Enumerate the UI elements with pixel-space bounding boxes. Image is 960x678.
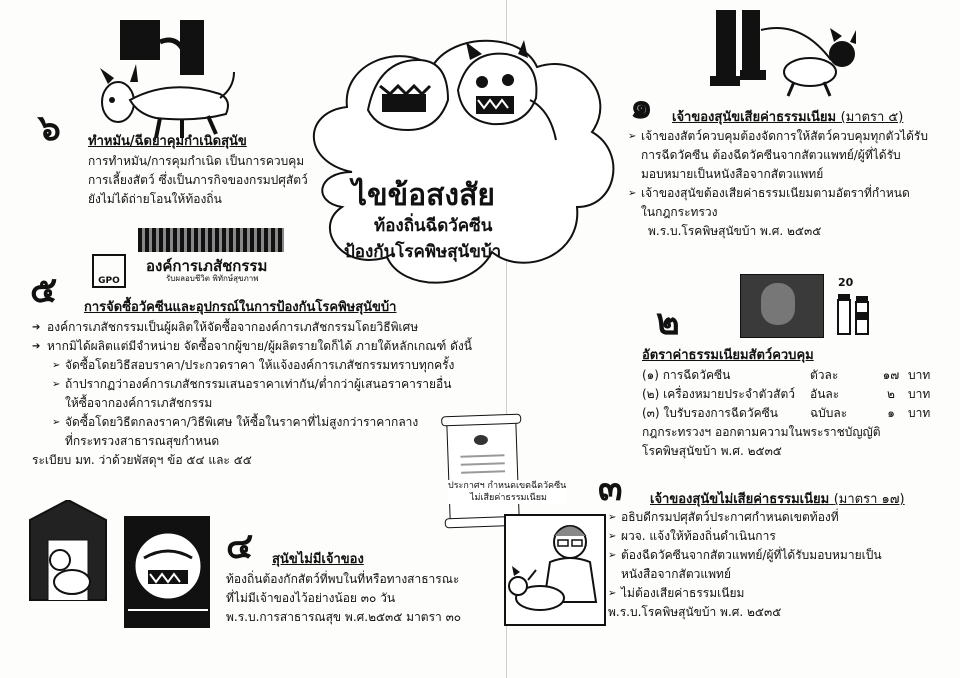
section-3-law: พ.ร.บ.โรคพิษสุนัขบ้า พ.ศ. ๒๕๓๕ [608, 605, 782, 619]
section-3-item: ผวจ. แจ้งให้ท้องถิ่นดำเนินการ [608, 527, 882, 546]
section-1-line: การฉีดวัคซีน ต้องฉีดวัคซีนจากสัตวแพทย์/ผ… [641, 148, 901, 162]
vet-vaccinating-dog-illustration [504, 514, 606, 626]
section-5-law: ระเบียบ มท. ว่าด้วยพัสดุฯ ข้อ ๕๔ และ ๕๕ [32, 453, 252, 467]
section-5-line: ให้ซื้อจากองค์การเภสัชกรรม [65, 396, 213, 410]
main-title: ไขข้อสงสัย [352, 178, 495, 213]
section-1-line: เจ้าของสุนัขต้องเสียค่าธรรมเนียมตามอัตรา… [641, 186, 910, 200]
section-1-line: เจ้าของสัตว์ควบคุมต้องจัดการให้สัตว์ควบค… [641, 129, 928, 143]
portrait-silhouette [761, 283, 795, 325]
title-line-1: ท้องถิ่นฉีดวัคซีน [374, 216, 493, 236]
section-1-body: เจ้าของสัตว์ควบคุมต้องจัดการให้สัตว์ควบค… [628, 127, 928, 241]
section-3-item: ไม่ต้องเสียค่าธรรมเนียม [608, 584, 882, 603]
fee-item: (๓) ใบรับรองการฉีดวัคซีน [642, 406, 778, 420]
section-4-body: ท้องถิ่นต้องกักสัตว์ที่พบในที่หรือทางสาธ… [226, 570, 461, 627]
section-2-number: ๒ [656, 301, 680, 343]
impounded-dogs-illustration [29, 500, 210, 628]
fee-amount: ๒ [887, 387, 895, 401]
section-6-line: การทำหมัน/การคุมกำเนิด เป็นการควบคุม [88, 154, 305, 168]
fee-unit: ฉบับละ [810, 406, 848, 420]
section-5-line: จัดซื้อโดยวิธีตกลงราคา/วิธีพิเศษ ให้ซื้อ… [65, 415, 419, 429]
scroll-caption-line: ประกาศฯ กำหนดเขตฉีดวัคซีน [448, 481, 567, 491]
announcement-scroll [441, 413, 525, 529]
section-1-ref: (มาตรา ๕) [840, 110, 904, 125]
section-1-bullet: เจ้าของสัตว์ควบคุมต้องจัดการให้สัตว์ควบค… [628, 127, 928, 184]
fee-currency: บาท [908, 368, 931, 382]
scroll-caption-line: ไม่เสียค่าธรรมเนียม [470, 493, 547, 503]
section-6-body: การทำหมัน/การคุมกำเนิด เป็นการควบคุม การ… [88, 152, 308, 209]
section-3-number: ๓ [598, 467, 623, 509]
section-6-line: การเลี้ยงสัตว์ ซึ่งเป็นภารกิจของกรมปศุสั… [88, 173, 308, 187]
section-6-heading: ทำหมัน/ฉีดยาคุมกำเนิดสุนัข [88, 134, 247, 149]
section-1-line: มอบหมายเป็นหนังสือจากสัตวแพทย์ [641, 167, 824, 181]
vet-dog-illustration [100, 20, 235, 139]
section-4-heading: สุนัขไม่มีเจ้าของ [272, 552, 364, 567]
section-3-heading: เจ้าของสุนัขไม่เสียค่าธรรมเนียม (มาตรา ๑… [650, 488, 905, 509]
section-5-number: ๕ [30, 269, 58, 311]
gpo-tagline: รับผลอบชีวิต พิทักษ์สุขภาพ [166, 274, 259, 283]
page-fold [506, 0, 507, 678]
gpo-logo: GPO [92, 254, 126, 288]
section-2-heading: อัตราค่าธรรมเนียมสัตว์ควบคุม [642, 348, 814, 363]
section-4-line: ท้องถิ่นต้องกักสัตว์ที่พบในที่หรือทางสาธ… [226, 572, 460, 586]
section-3-item: ต้องฉีดวัคซีนจากสัตวแพทย์/ผู้ที่ได้รับมอ… [608, 546, 882, 584]
section-3-line: หนังสือจากสัตวแพทย์ [621, 567, 731, 581]
section-5-sub-bullet: จัดซื้อโดยวิธีสอบราคา/ประกวดราคา ให้แจ้ง… [52, 356, 472, 375]
section-5-bullet: องค์การเภสัชกรรมเป็นผู้ผลิตให้จัดซื้อจาก… [32, 318, 472, 337]
title-line-2: ป้องกันโรคพิษสุนัขบ้า [344, 242, 502, 262]
garuda-emblem [473, 434, 489, 446]
section-5-line: ถ้าปรากฏว่าองค์การเภสัชกรรมเสนอราคาเท่าก… [65, 377, 452, 391]
section-2-note-line: โรคพิษสุนัขบ้า พ.ศ. ๒๕๓๕ [642, 444, 782, 458]
gpo-org-name: องค์การเภสัชกรรม [146, 257, 268, 275]
fee-item: (๑) การฉีดวัคซีน [642, 368, 731, 382]
section-5-sub-bullet: จัดซื้อโดยวิธีตกลงราคา/วิธีพิเศษ ให้ซื้อ… [52, 413, 472, 451]
fee-row: (๒) เครื่องหมายประจำตัวสัตว์ อันละ ๒ บาท [642, 385, 930, 404]
angry-dogs-illustration [366, 40, 557, 141]
section-3-heading-text: เจ้าของสุนัขไม่เสียค่าธรรมเนียม [650, 492, 830, 507]
section-6-line: ยังไม่ได้ถ่ายโอนให้ท้องถิ่น [88, 192, 222, 206]
fee-unit: ตัวละ [810, 368, 839, 382]
scroll-caption: ประกาศฯ กำหนดเขตฉีดวัคซีน ไม่เสียค่าธรรม… [448, 480, 567, 504]
fee-amount: ๑ [887, 406, 895, 420]
vaccine-photo [740, 274, 824, 338]
vaccine-label-number: 20 [838, 276, 854, 289]
section-5-body: องค์การเภสัชกรรมเป็นผู้ผลิตให้จัดซื้อจาก… [32, 318, 472, 470]
section-1-number: ๑ [630, 85, 653, 127]
section-3-body: อธิบดีกรมปศุสัตว์ประกาศกำหนดเขตท้องที่ ผ… [608, 508, 882, 622]
gpo-building-image [138, 228, 284, 252]
walking-dog-illustration [710, 10, 856, 97]
section-1-law: พ.ร.บ.โรคพิษสุนัขบ้า พ.ศ. ๒๕๓๕ [648, 224, 822, 238]
fee-table: (๑) การฉีดวัคซีน ตัวละ ๑๗ บาท (๒) เครื่อ… [642, 366, 930, 461]
section-4-law: พ.ร.บ.การสาธารณสุข พ.ศ.๒๕๓๕ มาตรา ๓๐ [226, 610, 462, 624]
section-1-bullet: เจ้าของสุนัขต้องเสียค่าธรรมเนียมตามอัตรา… [628, 184, 928, 222]
section-2-note: กฎกระทรวงฯ ออกตามความในพระราชบัญญัติ โรค… [642, 423, 930, 461]
section-1-line: ในกฎกระทรวง [641, 205, 718, 219]
fee-row: (๑) การฉีดวัคซีน ตัวละ ๑๗ บาท [642, 366, 930, 385]
fee-currency: บาท [908, 406, 931, 420]
section-4-number: ๔ [226, 525, 254, 567]
fee-currency: บาท [908, 387, 931, 401]
section-1-heading: เจ้าของสุนัขเสียค่าธรรมเนียม (มาตรา ๕) [672, 106, 903, 127]
section-6-number: ๖ [38, 107, 61, 149]
fee-amount: ๑๗ [882, 368, 900, 382]
section-1-heading-text: เจ้าของสุนัขเสียค่าธรรมเนียม [672, 110, 837, 125]
section-2-note-line: กฎกระทรวงฯ ออกตามความในพระราชบัญญัติ [642, 425, 881, 439]
fee-row: (๓) ใบรับรองการฉีดวัคซีน ฉบับละ ๑ บาท [642, 404, 930, 423]
section-5-line: ที่กระทรวงสาธารณสุขกำหนด [65, 434, 220, 448]
section-3-ref: (มาตรา ๑๗) [833, 492, 905, 507]
gpo-logo-text: GPO [98, 276, 120, 286]
section-5-heading: การจัดซื้อวัคซีนและอุปกรณ์ในการป้องกันโร… [84, 300, 397, 315]
fee-item: (๒) เครื่องหมายประจำตัวสัตว์ [642, 387, 795, 401]
vaccine-vials-icon [837, 294, 869, 335]
section-4-line: ที่ไม่มีเจ้าของไว้อย่างน้อย ๓๐ วัน [226, 591, 396, 605]
section-5-sub-bullet: ถ้าปรากฏว่าองค์การเภสัชกรรมเสนอราคาเท่าก… [52, 375, 472, 413]
section-5-bullet: หากมิได้ผลิตแต่มีจำหน่าย จัดซื้อจากผู้ขา… [32, 337, 472, 356]
section-3-line: ต้องฉีดวัคซีนจากสัตวแพทย์/ผู้ที่ได้รับมอ… [621, 548, 882, 562]
section-3-item: อธิบดีกรมปศุสัตว์ประกาศกำหนดเขตท้องที่ [608, 508, 882, 527]
gpo-banner: GPO องค์การเภสัชกรรม รับผลอบชีวิต พิทักษ… [92, 228, 290, 288]
fee-unit: อันละ [810, 387, 840, 401]
